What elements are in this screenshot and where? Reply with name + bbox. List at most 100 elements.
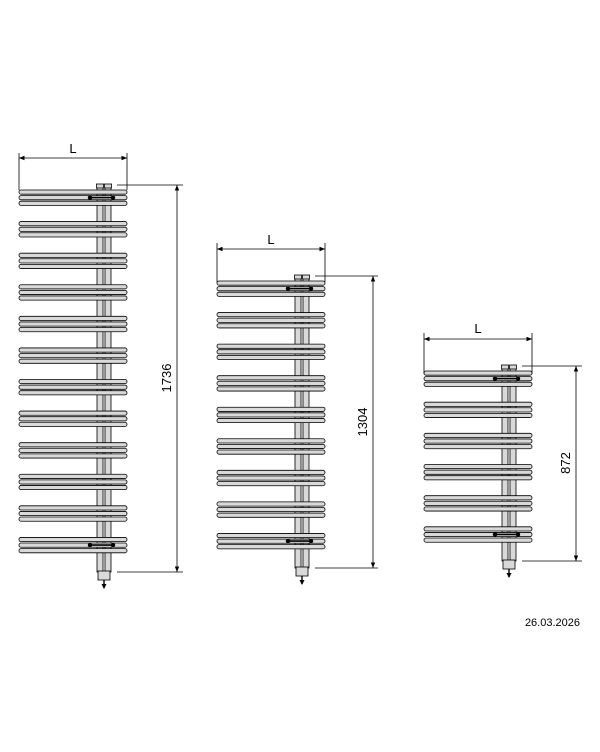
tube-bar [423, 532, 533, 538]
collector-bolt [515, 532, 521, 537]
tube-bar [423, 506, 533, 512]
tube-bar [423, 500, 533, 506]
collector-bolt [308, 286, 314, 291]
tube-bar [216, 312, 326, 318]
tube-bar [216, 438, 326, 444]
tube-bar [216, 533, 326, 539]
tube-bar [18, 200, 128, 206]
collector-bolt [87, 195, 93, 200]
tube-bar [18, 226, 128, 232]
tube-bar [423, 370, 533, 376]
tube-bar [423, 495, 533, 501]
tube-bar [18, 347, 128, 353]
dimension-height-3: 872 [522, 365, 582, 562]
tube-bar [216, 475, 326, 481]
tube-bar [18, 442, 128, 448]
dimension-height-2: 1304 [315, 275, 378, 569]
bottom-valve [97, 570, 111, 581]
tube-bar [18, 511, 128, 517]
tube-bar [216, 507, 326, 513]
tube-bar [423, 438, 533, 444]
tube-bar [18, 252, 128, 258]
width-label-1: L [69, 141, 76, 156]
tube-bar [216, 343, 326, 349]
tube-bar [216, 317, 326, 323]
tube-bar [18, 295, 128, 301]
tube-bar [216, 323, 326, 329]
tube-bar [216, 406, 326, 412]
tube-bar [423, 537, 533, 543]
tube-bar [216, 386, 326, 392]
tube-bar [18, 221, 128, 227]
tube-bar [423, 432, 533, 438]
tube-bar [216, 449, 326, 455]
tube-bar [18, 542, 128, 548]
tube-bar [18, 505, 128, 511]
tube-bar [423, 469, 533, 475]
collector-bolt [87, 542, 93, 548]
tube-bar [18, 327, 128, 333]
dimension-width-3: L [423, 321, 533, 374]
pipe-cap [302, 274, 310, 280]
tube-bar [18, 189, 128, 195]
tube-bar [18, 537, 128, 543]
tube-bar [423, 526, 533, 532]
tube-bar [18, 390, 128, 396]
tube-bar [216, 412, 326, 418]
collector-bolt [308, 538, 314, 544]
tube-bar [216, 286, 326, 292]
tube-bar [216, 280, 326, 286]
tube-bar [18, 473, 128, 479]
collector-bolt [492, 532, 498, 537]
tube-bar [423, 381, 533, 387]
radiator-1 [18, 183, 128, 589]
dimension-height-1: 1736 [117, 184, 183, 573]
collector-bolt [285, 538, 291, 544]
tube-bar [423, 407, 533, 413]
tube-bar [216, 380, 326, 386]
tube-bar [18, 315, 128, 321]
pipe-cap [294, 274, 302, 280]
pipe-cap [96, 183, 104, 189]
pipe-cap [509, 364, 517, 370]
valve-tip [101, 584, 107, 589]
collector-bolt [285, 286, 291, 291]
tube-bar [216, 481, 326, 487]
tube-bar [216, 469, 326, 475]
pipe-cap [104, 183, 112, 189]
tube-bar [423, 412, 533, 418]
width-label-2: L [267, 232, 274, 247]
tube-bar [423, 401, 533, 407]
height-label-1: 1736 [159, 364, 174, 393]
collector-bolt [110, 542, 116, 548]
tube-bar [18, 379, 128, 385]
tube-bar [423, 475, 533, 481]
tube-bar [18, 453, 128, 459]
tube-bar [18, 195, 128, 201]
tube-bar [18, 447, 128, 453]
tube-bar [18, 410, 128, 416]
height-label-3: 872 [558, 452, 573, 474]
tube-bar [423, 464, 533, 470]
tube-bar [18, 284, 128, 290]
tube-bar [18, 232, 128, 238]
width-label-3: L [474, 321, 481, 336]
tube-bar [18, 485, 128, 491]
vertical-pipe [501, 365, 509, 562]
tube-bar [18, 384, 128, 390]
drawing-date: 26.03.2026 [524, 617, 580, 629]
collector-bolt [515, 376, 521, 381]
tube-bar [18, 516, 128, 522]
tube-bar [18, 263, 128, 269]
tube-bar [216, 375, 326, 381]
bottom-valve [502, 559, 516, 570]
tube-bar [18, 421, 128, 427]
height-label-2: 1304 [355, 408, 370, 437]
tube-bar [18, 479, 128, 485]
dimension-width-1: L [18, 141, 128, 190]
tube-bar [216, 501, 326, 507]
tube-bar [18, 321, 128, 327]
dimension-width-2: L [216, 232, 326, 282]
bottom-valve [295, 566, 309, 577]
